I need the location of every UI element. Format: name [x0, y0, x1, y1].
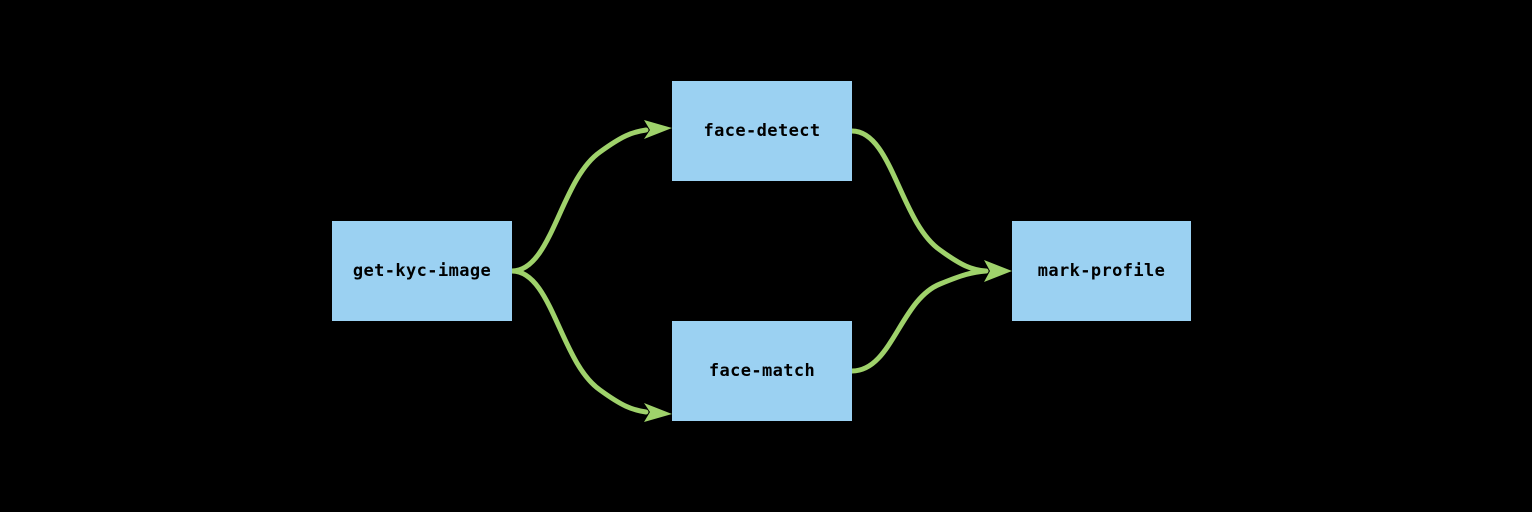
edge-get-kyc-image-to-face-match[interactable]	[509, 268, 672, 422]
node-label: mark-profile	[1037, 260, 1166, 281]
edge-face-detect-to-mark-profile[interactable]	[849, 128, 989, 274]
edge-get-kyc-image-to-face-detect[interactable]	[509, 120, 672, 274]
arrowhead-icon	[984, 260, 1012, 282]
node-face-detect[interactable]: face-detect	[672, 81, 852, 181]
edge-path	[509, 127, 649, 274]
node-label: face-match	[708, 360, 816, 381]
edge-face-match-to-mark-profile[interactable]	[849, 260, 1012, 374]
edge-path	[849, 268, 989, 374]
node-label: face-detect	[703, 120, 821, 141]
node-get-kyc-image[interactable]: get-kyc-image	[332, 221, 512, 321]
node-face-match[interactable]: face-match	[672, 321, 852, 421]
arrowhead-icon	[644, 403, 672, 422]
edge-path	[509, 268, 649, 415]
node-label: get-kyc-image	[352, 260, 492, 281]
node-mark-profile[interactable]: mark-profile	[1012, 221, 1191, 321]
edge-path	[849, 128, 989, 274]
arrowhead-icon	[644, 120, 672, 139]
